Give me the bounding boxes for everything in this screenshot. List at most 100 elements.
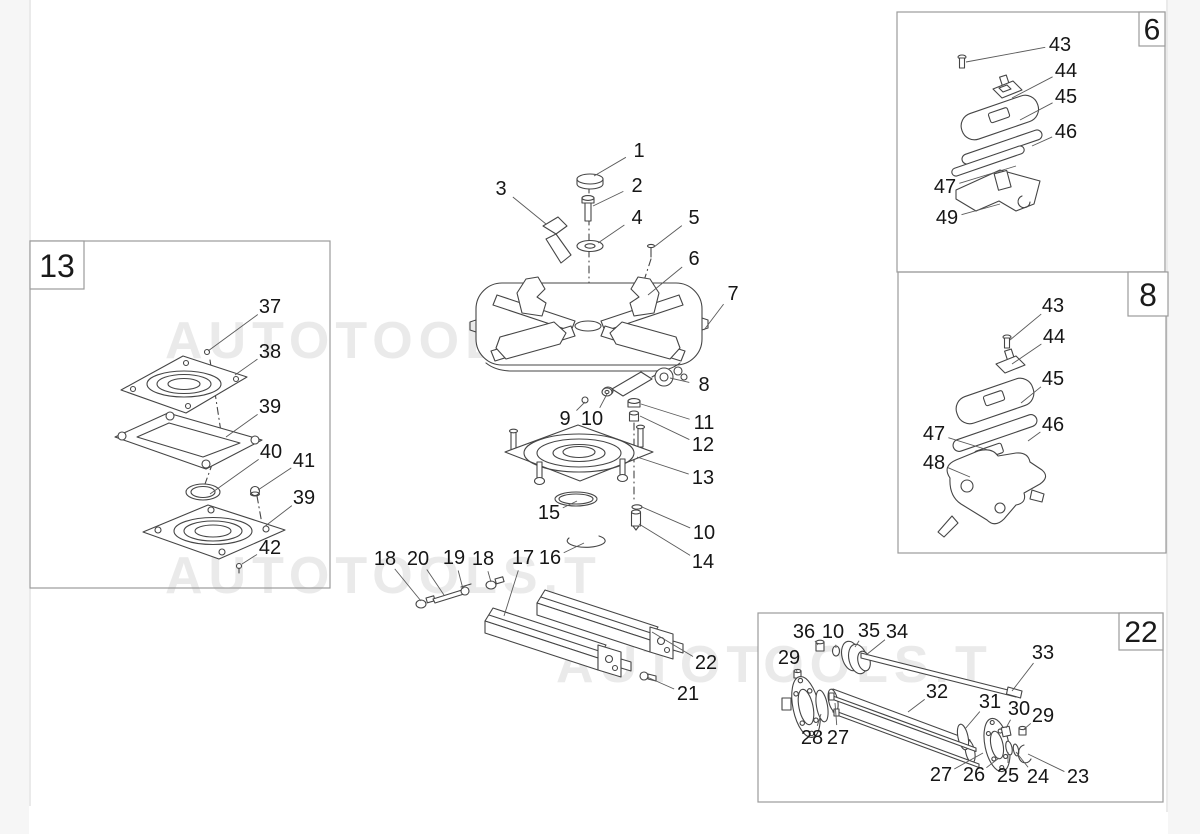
callout-main-14-15: 14 [692,551,714,573]
leader-main-9-8 [576,401,586,411]
callout-box22-23-16: 23 [1067,766,1089,788]
part-swivel-plate [504,424,654,486]
part-turntable-bottom-plate [142,504,286,560]
callout-box22-28-10: 28 [801,727,823,749]
leader-box6-47-4 [959,165,1017,184]
leader-box8-44-1 [1011,343,1042,365]
callout-box22-30-8: 30 [1008,698,1030,720]
part-bolt-lower [630,509,642,531]
part-bushing-30 [1000,725,1012,738]
leader-box13-41-4 [257,467,292,491]
callout-box22-27-11: 27 [827,727,849,749]
panel-label-box-8 [1127,271,1169,317]
panel-label-22: 22 [1124,616,1157,649]
part-snap-ring [566,535,606,548]
part-nut [249,485,261,497]
callout-box6-46-3: 46 [1055,121,1077,143]
part-pin-bolt [581,195,595,222]
callout-main-19-20: 19 [443,547,465,569]
part-cylinder-rear [536,589,684,660]
callout-main-6-5: 6 [688,248,699,270]
leader-main-3-2 [512,196,547,225]
callout-main-12-11: 12 [692,434,714,456]
part-screw [235,562,243,574]
leader-main-20-19 [426,569,445,596]
part-circlip-23 [1017,744,1032,764]
part-clamp-bracket [995,348,1026,374]
leader-main-7-6 [703,303,724,331]
leader-main-15-13 [562,500,578,509]
leader-box22-29-9 [1022,723,1032,731]
leader-main-13-12 [636,456,689,475]
callout-box22-26-13: 26 [963,764,985,786]
leader-box6-43-0 [965,46,1046,63]
right-margin-strip [1168,0,1200,834]
callout-box8-46-3: 46 [1042,414,1064,436]
callout-box13-39-5: 39 [293,487,315,509]
leader-box22-36-0 [814,640,819,646]
part-cap [576,173,604,190]
callout-box22-33-5: 33 [1032,642,1054,664]
leader-main-18-21 [487,571,492,583]
callout-main-22-22: 22 [695,652,717,674]
watermark-text-2: AUTOTOOLS.T [165,547,602,605]
part-disc [601,387,613,397]
part-thin-pad [951,145,1025,177]
part-knuckle-casting [937,449,1047,538]
part-hex-stub [781,697,792,711]
leader-box22-32-6 [907,699,925,713]
callout-box22-29-4: 29 [778,647,800,669]
part-ring [185,483,221,501]
leader-box8-47-4 [948,437,989,451]
part-rubber-pad [960,94,1040,141]
leader-box22-26-13 [986,757,1000,769]
callout-box22-27-12: 27 [930,764,952,786]
leader-box22-24-15 [1015,751,1029,768]
part-screw [1002,334,1012,349]
leader-main-8-7 [669,377,690,383]
callout-box22-10-1: 10 [822,621,844,643]
callout-main-16-17: 16 [539,547,561,569]
callout-main-10-14: 10 [693,522,715,544]
callout-box6-44-1: 44 [1055,60,1077,82]
part-screw [646,243,656,258]
leader-box22-35-2 [854,640,860,648]
leader-main-10-14 [641,506,691,529]
leader-box6-44-1 [1011,76,1053,99]
part-washer-25 [1005,740,1013,756]
panel-box-22 [757,612,1164,803]
leader-box8-46-3 [1027,431,1041,442]
part-piston-rod-33 [860,652,1023,699]
leader-box13-38-1 [234,358,258,376]
callout-box22-32-6: 32 [926,681,948,703]
leader-main-5-4 [653,225,683,248]
part-wedge [542,216,572,264]
part-rubber-pad [955,377,1035,425]
part-ball [581,396,589,404]
callout-box22-25-14: 25 [997,765,1019,787]
box8-drawing [937,334,1047,538]
leader-main-6-5 [647,266,683,296]
leader-box13-39-2 [225,413,258,438]
part-turntable-top-plate [120,348,248,414]
callout-main-17-16: 17 [512,547,534,569]
leader-main-18-18 [394,568,422,602]
panel-label-box-13 [29,240,85,290]
panel-label-box-6 [1138,11,1166,47]
callout-main-3-2: 3 [495,178,506,200]
part-cylinder-tube-32 [827,688,976,764]
part-square-frame [114,411,263,470]
callout-box13-41-4: 41 [293,450,315,472]
box22-drawing [781,639,1032,773]
leader-box22-33-5 [1011,662,1034,692]
callout-box22-24-15: 24 [1027,766,1049,788]
callout-box13-37-0: 37 [259,296,281,318]
callout-box22-36-0: 36 [793,621,815,643]
callout-main-11-10: 11 [694,412,715,434]
part-spacer [628,410,640,422]
callout-box6-43-0: 43 [1049,34,1071,56]
part-tie-rods-27 [828,692,980,769]
callout-main-13-12: 13 [692,467,714,489]
